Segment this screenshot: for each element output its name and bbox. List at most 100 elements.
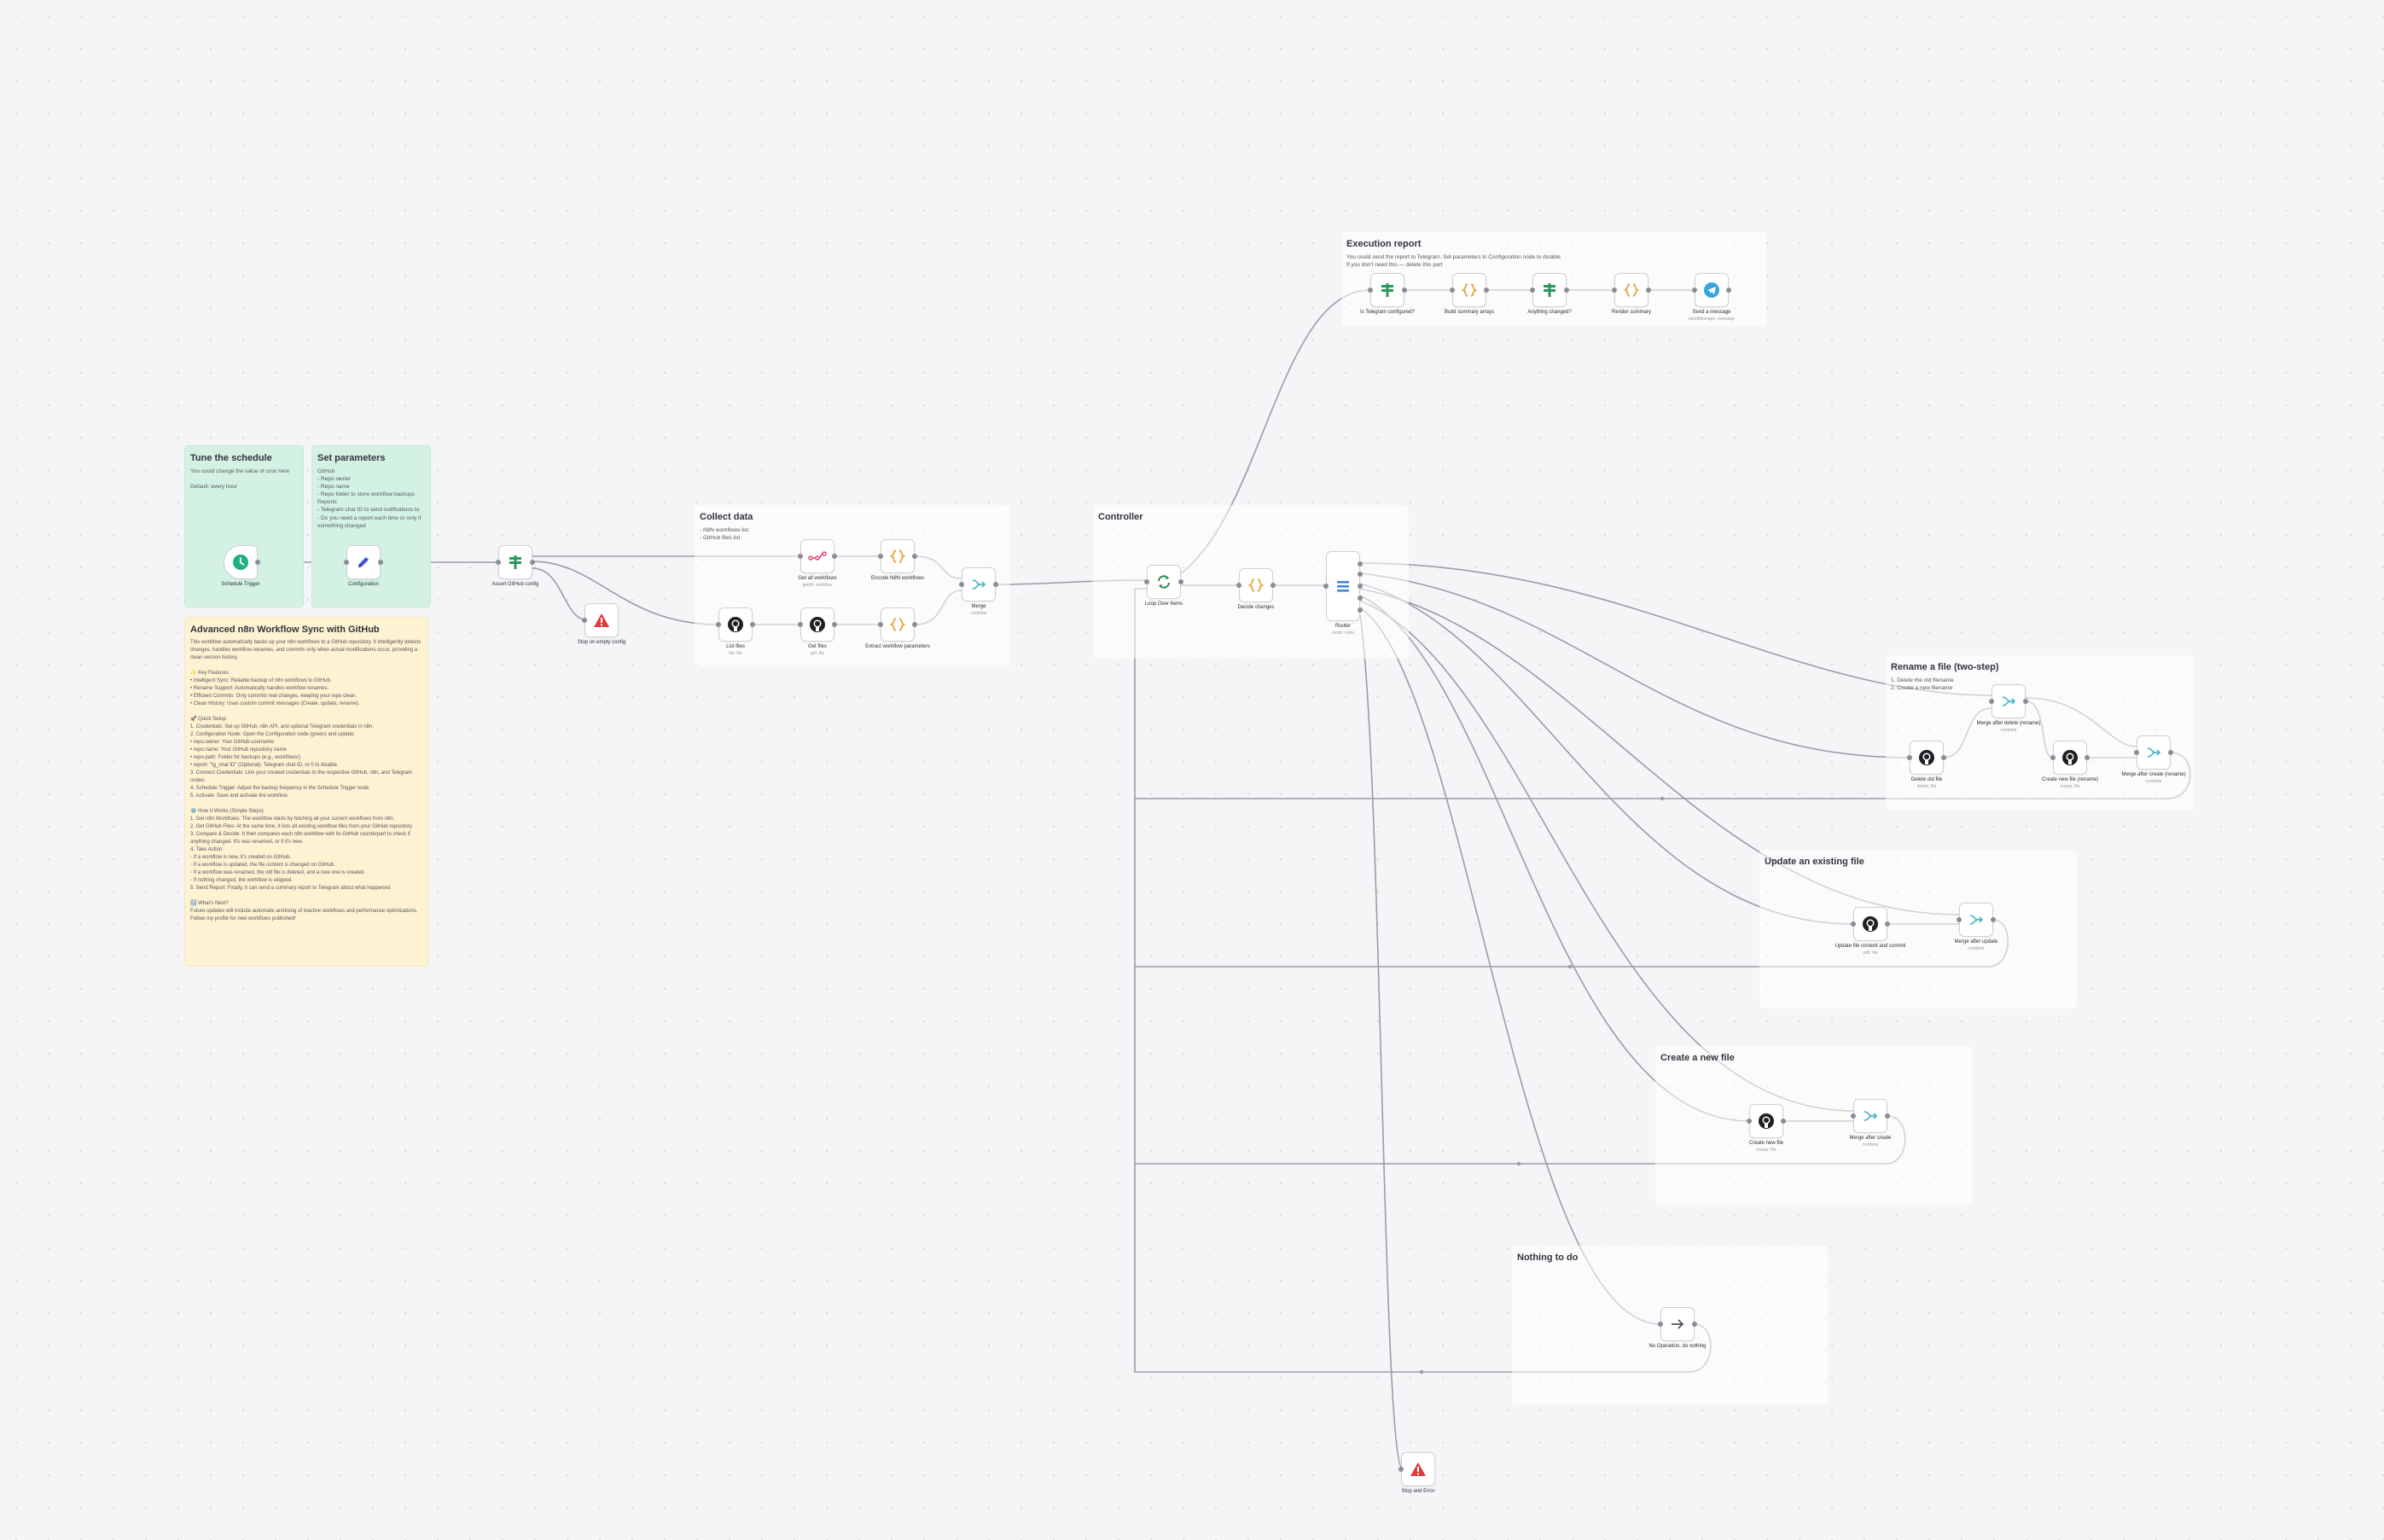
github-icon — [1918, 749, 1935, 766]
telegram-icon — [1703, 282, 1720, 299]
output-port[interactable] — [1781, 1119, 1786, 1124]
input-port[interactable] — [496, 560, 501, 565]
node-merge-after-update[interactable] — [1957, 903, 1996, 937]
output-port[interactable] — [1484, 288, 1489, 293]
output-port[interactable] — [1646, 288, 1651, 293]
node-render-summary[interactable] — [1612, 273, 1651, 307]
clock-icon — [232, 554, 249, 571]
output-port[interactable] — [832, 622, 837, 627]
input-port[interactable] — [1658, 1322, 1663, 1327]
output-port[interactable] — [1885, 921, 1890, 927]
output-port[interactable] — [2085, 755, 2090, 760]
node-encode-workflows[interactable] — [878, 539, 917, 573]
output-port[interactable] — [832, 554, 837, 559]
node-merge[interactable] — [959, 567, 998, 601]
input-port[interactable] — [2050, 755, 2055, 760]
input-port[interactable] — [1612, 288, 1617, 293]
sticky-title: Nothing to do — [1517, 1252, 1579, 1263]
node-delete-old-file[interactable] — [1907, 741, 1946, 775]
output-port[interactable] — [1358, 572, 1363, 577]
node-router[interactable] — [1323, 551, 1363, 621]
output-port[interactable] — [1692, 1322, 1697, 1327]
n8n-icon — [808, 550, 827, 562]
output-port[interactable] — [2023, 699, 2028, 704]
node-configuration[interactable] — [344, 545, 383, 579]
input-port[interactable] — [1851, 921, 1856, 927]
sticky-create-file[interactable]: Create a new file — [1655, 1046, 1973, 1205]
sticky-body: You could change the value of cron here … — [190, 468, 290, 491]
input-port[interactable] — [716, 622, 721, 627]
input-port[interactable] — [878, 554, 883, 559]
node-anything-changed[interactable] — [1530, 273, 1569, 307]
output-port[interactable] — [1178, 579, 1183, 584]
node-stop-and-error[interactable] — [1398, 1452, 1435, 1486]
output-port[interactable] — [912, 554, 917, 559]
input-port[interactable] — [1907, 755, 1912, 760]
node-stop-empty-config[interactable] — [582, 603, 619, 637]
output-port[interactable] — [2168, 750, 2173, 755]
node-get-files[interactable] — [798, 607, 837, 642]
node-merge-after-create[interactable] — [1851, 1099, 1890, 1133]
input-port[interactable] — [1957, 917, 1962, 922]
input-port[interactable] — [1236, 583, 1241, 588]
node-build-summary-arrays[interactable] — [1450, 273, 1489, 307]
node-create-new-file-rename[interactable] — [2050, 741, 2090, 775]
node-assert-github-config[interactable] — [496, 545, 535, 579]
node-merge-after-delete[interactable] — [1989, 684, 2028, 718]
node-update-file[interactable] — [1851, 907, 1890, 941]
sticky-about[interactable]: Advanced n8n Workflow Sync with GitHub T… — [184, 617, 428, 967]
input-port[interactable] — [1368, 288, 1373, 293]
input-port[interactable] — [2134, 750, 2139, 755]
node-loop-over-items[interactable] — [1144, 565, 1183, 599]
output-port[interactable] — [530, 560, 535, 565]
node-decide-changes[interactable] — [1236, 568, 1276, 602]
node-create-new-file[interactable] — [1747, 1104, 1786, 1138]
output-port[interactable] — [255, 560, 260, 565]
input-port[interactable] — [959, 582, 964, 587]
output-port[interactable] — [1564, 288, 1569, 293]
node-schedule-trigger[interactable] — [224, 545, 260, 579]
edge-router-deleteold — [1359, 572, 1910, 758]
output-port[interactable] — [1941, 755, 1946, 760]
input-port[interactable] — [1144, 579, 1149, 584]
node-no-operation[interactable] — [1658, 1307, 1697, 1341]
node-list-files[interactable] — [716, 607, 755, 642]
input-port[interactable] — [1450, 288, 1455, 293]
output-port[interactable] — [378, 560, 383, 565]
input-port[interactable] — [1989, 699, 1994, 704]
sticky-parameters[interactable]: Set parameters GitHub - Repo owner - Rep… — [311, 445, 431, 607]
input-port[interactable] — [1398, 1467, 1404, 1472]
node-is-telegram-configured[interactable] — [1368, 273, 1407, 307]
input-port[interactable] — [798, 622, 803, 627]
output-port[interactable] — [993, 582, 998, 587]
output-port[interactable] — [1358, 584, 1363, 589]
output-port[interactable] — [1358, 596, 1363, 601]
output-port[interactable] — [750, 622, 755, 627]
output-port[interactable] — [1270, 583, 1276, 588]
output-port[interactable] — [912, 622, 917, 627]
input-port[interactable] — [344, 560, 349, 565]
sticky-update-file[interactable]: Update an existing file — [1759, 850, 2077, 1008]
input-port[interactable] — [1323, 584, 1329, 589]
input-port[interactable] — [582, 618, 587, 623]
node-merge-after-create-rename[interactable] — [2134, 735, 2173, 770]
input-port[interactable] — [1851, 1113, 1856, 1119]
input-port[interactable] — [1530, 288, 1535, 293]
output-port[interactable] — [1885, 1113, 1890, 1119]
input-port[interactable] — [798, 554, 803, 559]
sticky-rename-file[interactable]: Rename a file (two-step) 1. Delete the o… — [1886, 655, 2195, 811]
input-port[interactable] — [878, 622, 883, 627]
node-extract-parameters[interactable] — [878, 607, 917, 642]
output-port[interactable] — [1358, 561, 1363, 567]
output-port[interactable] — [1358, 607, 1363, 613]
output-port[interactable] — [1991, 917, 1996, 922]
output-port[interactable] — [1402, 288, 1407, 293]
output-port[interactable] — [1726, 288, 1731, 293]
sticky-schedule[interactable]: Tune the schedule You could change the v… — [184, 445, 304, 607]
warning-icon — [1410, 1461, 1427, 1478]
input-port[interactable] — [1692, 288, 1697, 293]
node-get-all-workflows[interactable] — [798, 539, 837, 573]
input-port[interactable] — [1747, 1119, 1752, 1124]
node-send-message[interactable] — [1692, 273, 1731, 307]
